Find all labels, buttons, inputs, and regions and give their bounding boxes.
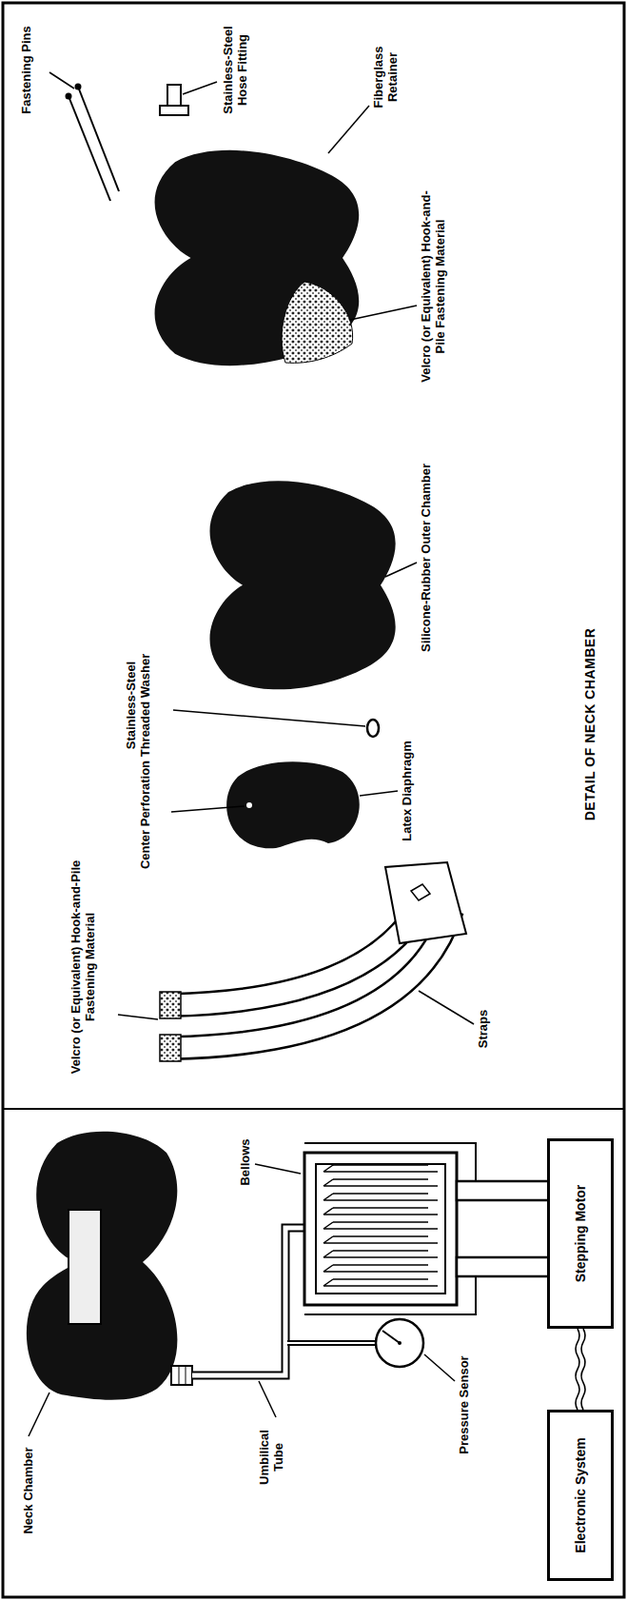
part-label: Velcro (or Equivalent) Hook-and-Pile Fas… <box>418 181 448 392</box>
part-label: Center Perforation <box>137 757 153 872</box>
fastening-pins <box>66 84 120 202</box>
process-box: Stepping Motor <box>547 1137 614 1329</box>
threaded-washer <box>367 719 379 737</box>
caption: DETAIL OF NECK CHAMBER <box>582 571 598 877</box>
part-label: Stainless-Steel Hose Fitting <box>220 10 250 130</box>
part-label: Silicone-Rubber Outer Chamber <box>418 457 433 658</box>
part-label: Pressure Sensor <box>456 1351 471 1457</box>
part-label: Latex Diaphragm <box>399 738 414 843</box>
outer-chamber <box>210 480 396 689</box>
neck-chamber <box>26 1131 193 1400</box>
part-label: Fiberglass Retainer <box>371 19 400 135</box>
part-label: Fastening Pins <box>19 15 34 125</box>
part-label: Velcro (or Equivalent) Hook-and-Pile Fas… <box>68 852 98 1081</box>
leader-lines <box>28 72 474 1436</box>
part-label: Straps <box>475 995 490 1062</box>
straps <box>159 862 467 1061</box>
cable <box>575 1328 586 1410</box>
part-label: Neck Chamber <box>20 1437 36 1543</box>
part-label: Stainless-Steel Threaded Washer <box>123 647 153 763</box>
pressure-gauge <box>375 1318 424 1367</box>
fiberglass-retainer <box>155 150 360 366</box>
divider <box>2 1107 625 1110</box>
box-text: Stepping Motor <box>572 1184 588 1283</box>
box-text: Electronic System <box>572 1436 588 1552</box>
latex-diaphragm <box>226 761 360 848</box>
part-label: Umbilical Tube <box>256 1418 286 1495</box>
bellows <box>304 1142 552 1314</box>
part-label: Bellows <box>237 1123 253 1200</box>
process-box: Electronic System <box>547 1409 614 1581</box>
hose-fitting <box>159 84 189 116</box>
